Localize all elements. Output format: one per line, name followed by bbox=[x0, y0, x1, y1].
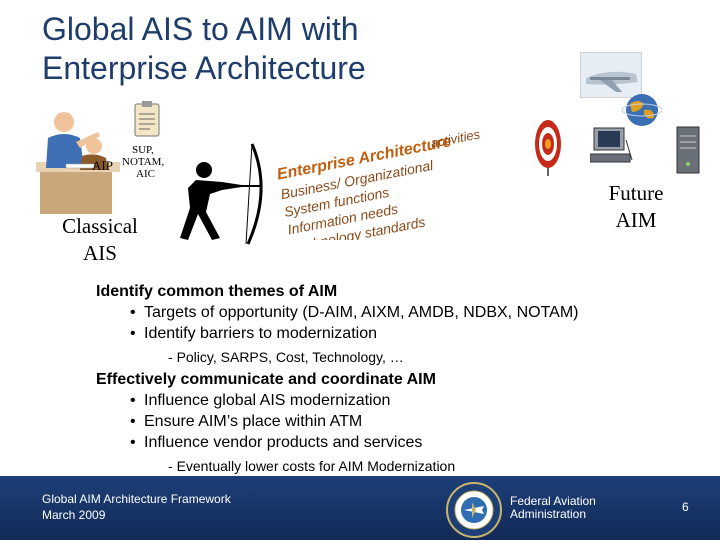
slide-title-line-1: Global AIS to AIM with bbox=[42, 11, 359, 47]
bullet-dot: • bbox=[130, 392, 136, 409]
footer-agency-line-1: Federal Aviation bbox=[510, 494, 596, 508]
bullet-dot: • bbox=[130, 325, 136, 342]
bullet-dot: • bbox=[130, 304, 136, 321]
enterprise-architecture-wordart: Enterprise Architecture activities Busin… bbox=[275, 126, 481, 240]
list-item: • Influence global AIS modernization bbox=[96, 390, 696, 411]
bullet-dot: • bbox=[130, 434, 136, 451]
notam-label: NOTAM, bbox=[122, 156, 165, 168]
heading-identify-themes: Identify common themes of AIM bbox=[96, 283, 338, 300]
list-item: • Influence vendor products and services bbox=[96, 432, 696, 453]
list-item-text: Ensure AIM’s place within ATM bbox=[144, 413, 363, 430]
slide-title: Global AIS to AIM with Enterprise Archit… bbox=[42, 10, 472, 88]
page-number: 6 bbox=[682, 500, 689, 514]
target-icon bbox=[535, 120, 561, 176]
list-item-text: Influence global AIS modernization bbox=[144, 392, 391, 409]
sub-list-item: - Eventually lower costs for AIM Moderni… bbox=[168, 458, 456, 474]
sub-list-item-text: Eventually lower costs for AIM Moderniza… bbox=[176, 458, 456, 474]
list-item-text: Influence vendor products and services bbox=[144, 434, 423, 451]
footer-date: March 2009 bbox=[42, 508, 106, 522]
wordart-line-2: activities bbox=[429, 126, 481, 150]
sub-list-item: - Policy, SARPS, Cost, Technology, … bbox=[168, 349, 404, 365]
faa-seal-logo bbox=[446, 482, 502, 538]
list-item: • Targets of opportunity (D-AIM, AIXM, AM… bbox=[96, 302, 696, 323]
slide-title-line-2: Enterprise Architecture bbox=[42, 50, 366, 86]
bullet-dot: • bbox=[130, 413, 136, 430]
server-icon bbox=[676, 126, 700, 174]
office-workers-image bbox=[36, 112, 120, 214]
footer-agency-line-2: Administration bbox=[510, 507, 587, 521]
list-item: • Identify barriers to modernization bbox=[96, 323, 696, 344]
future-aim-label: Future AIM bbox=[608, 181, 664, 232]
list-item: • Ensure AIM’s place within ATM bbox=[96, 411, 696, 432]
footer-document-title: Global AIM Architecture Framework bbox=[42, 492, 231, 506]
clipboard-icon bbox=[134, 101, 160, 137]
list-item-text: Identify barriers to modernization bbox=[144, 325, 377, 342]
bullet-content: Identify common themes of AIM • Targets o… bbox=[96, 282, 696, 479]
footer-document-info: Global AIM Architecture Framework March … bbox=[42, 491, 231, 523]
classical-ais-label: Classical AIS bbox=[62, 214, 138, 265]
heading-communicate-coordinate: Effectively communicate and coordinate A… bbox=[96, 371, 436, 388]
sub-list-item-text: Policy, SARPS, Cost, Technology, … bbox=[176, 349, 404, 365]
footer-agency-name: Federal Aviation Administration bbox=[510, 495, 596, 521]
aip-label: AIP bbox=[92, 158, 113, 173]
airplane-image bbox=[580, 52, 642, 98]
archer-icon bbox=[180, 143, 263, 245]
computer-icon bbox=[590, 127, 633, 163]
sup-label: SUP, bbox=[132, 144, 154, 156]
globe-icon bbox=[621, 94, 663, 126]
aic-label: AIC bbox=[136, 168, 155, 180]
footer-bar: Global AIM Architecture Framework March … bbox=[0, 476, 720, 540]
list-item-text: Targets of opportunity (D-AIM, AIXM, AMD… bbox=[144, 304, 579, 321]
